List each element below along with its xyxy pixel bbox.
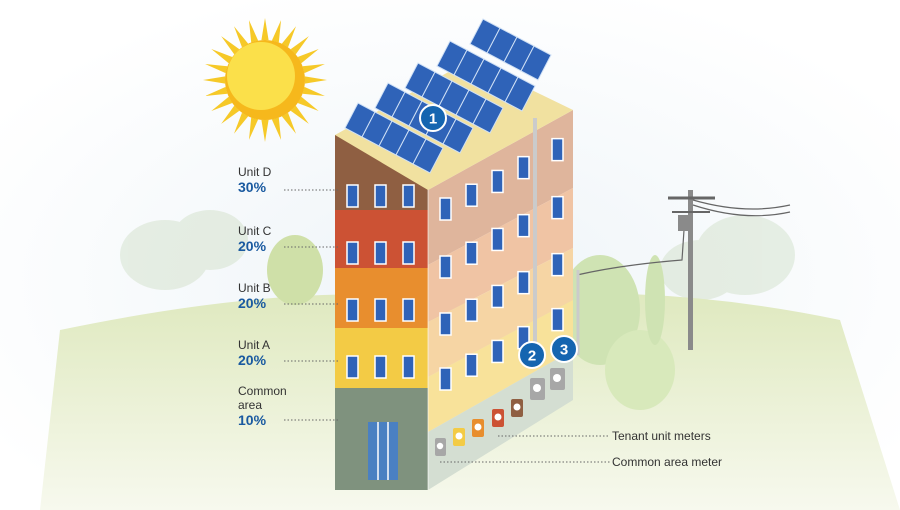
production-meters: [530, 368, 565, 400]
allocation-percent: 20%: [238, 238, 267, 254]
allocation-percent: 10%: [238, 412, 267, 428]
allocation-unit-c: Unit C 20%: [238, 224, 318, 254]
allocation-label: Common area: [238, 384, 287, 412]
allocation-leaders: [284, 189, 340, 421]
entrance-door: [368, 422, 398, 480]
allocation-percent: 20%: [238, 295, 267, 311]
foreground-trees: [267, 235, 675, 410]
allocation-common-area: Common area 10%: [238, 384, 298, 428]
marker-number: 3: [560, 342, 568, 359]
markers: 1 2 3: [419, 104, 578, 369]
background-trees: [120, 210, 795, 300]
windows: [346, 137, 564, 391]
callout-leaders: [440, 435, 610, 463]
allocation-unit-d: Unit D 30%: [238, 165, 318, 195]
allocation-percent: 30%: [238, 179, 267, 195]
marker-2: 2: [518, 341, 546, 369]
allocation-unit-b: Unit B 20%: [238, 281, 318, 311]
marker-1: 1: [419, 104, 447, 132]
allocation-label: Unit C: [238, 224, 272, 238]
utility-pole: [576, 190, 791, 350]
callout-tenant-meters: Tenant unit meters: [612, 429, 711, 443]
callout-common-meter: Common area meter: [612, 455, 723, 469]
allocation-label: Unit D: [238, 165, 272, 179]
sun-icon: [203, 18, 327, 142]
allocation-percent: 20%: [238, 352, 267, 368]
marker-number: 1: [429, 111, 437, 128]
allocation-label: Unit A: [238, 338, 271, 352]
marker-3: 3: [550, 335, 578, 363]
common-area-meter: [435, 438, 446, 456]
allocation-label: Unit B: [238, 281, 271, 295]
marker-number: 2: [528, 348, 536, 365]
allocation-unit-a: Unit A 20%: [238, 338, 318, 368]
tenant-unit-meters: [453, 399, 523, 446]
